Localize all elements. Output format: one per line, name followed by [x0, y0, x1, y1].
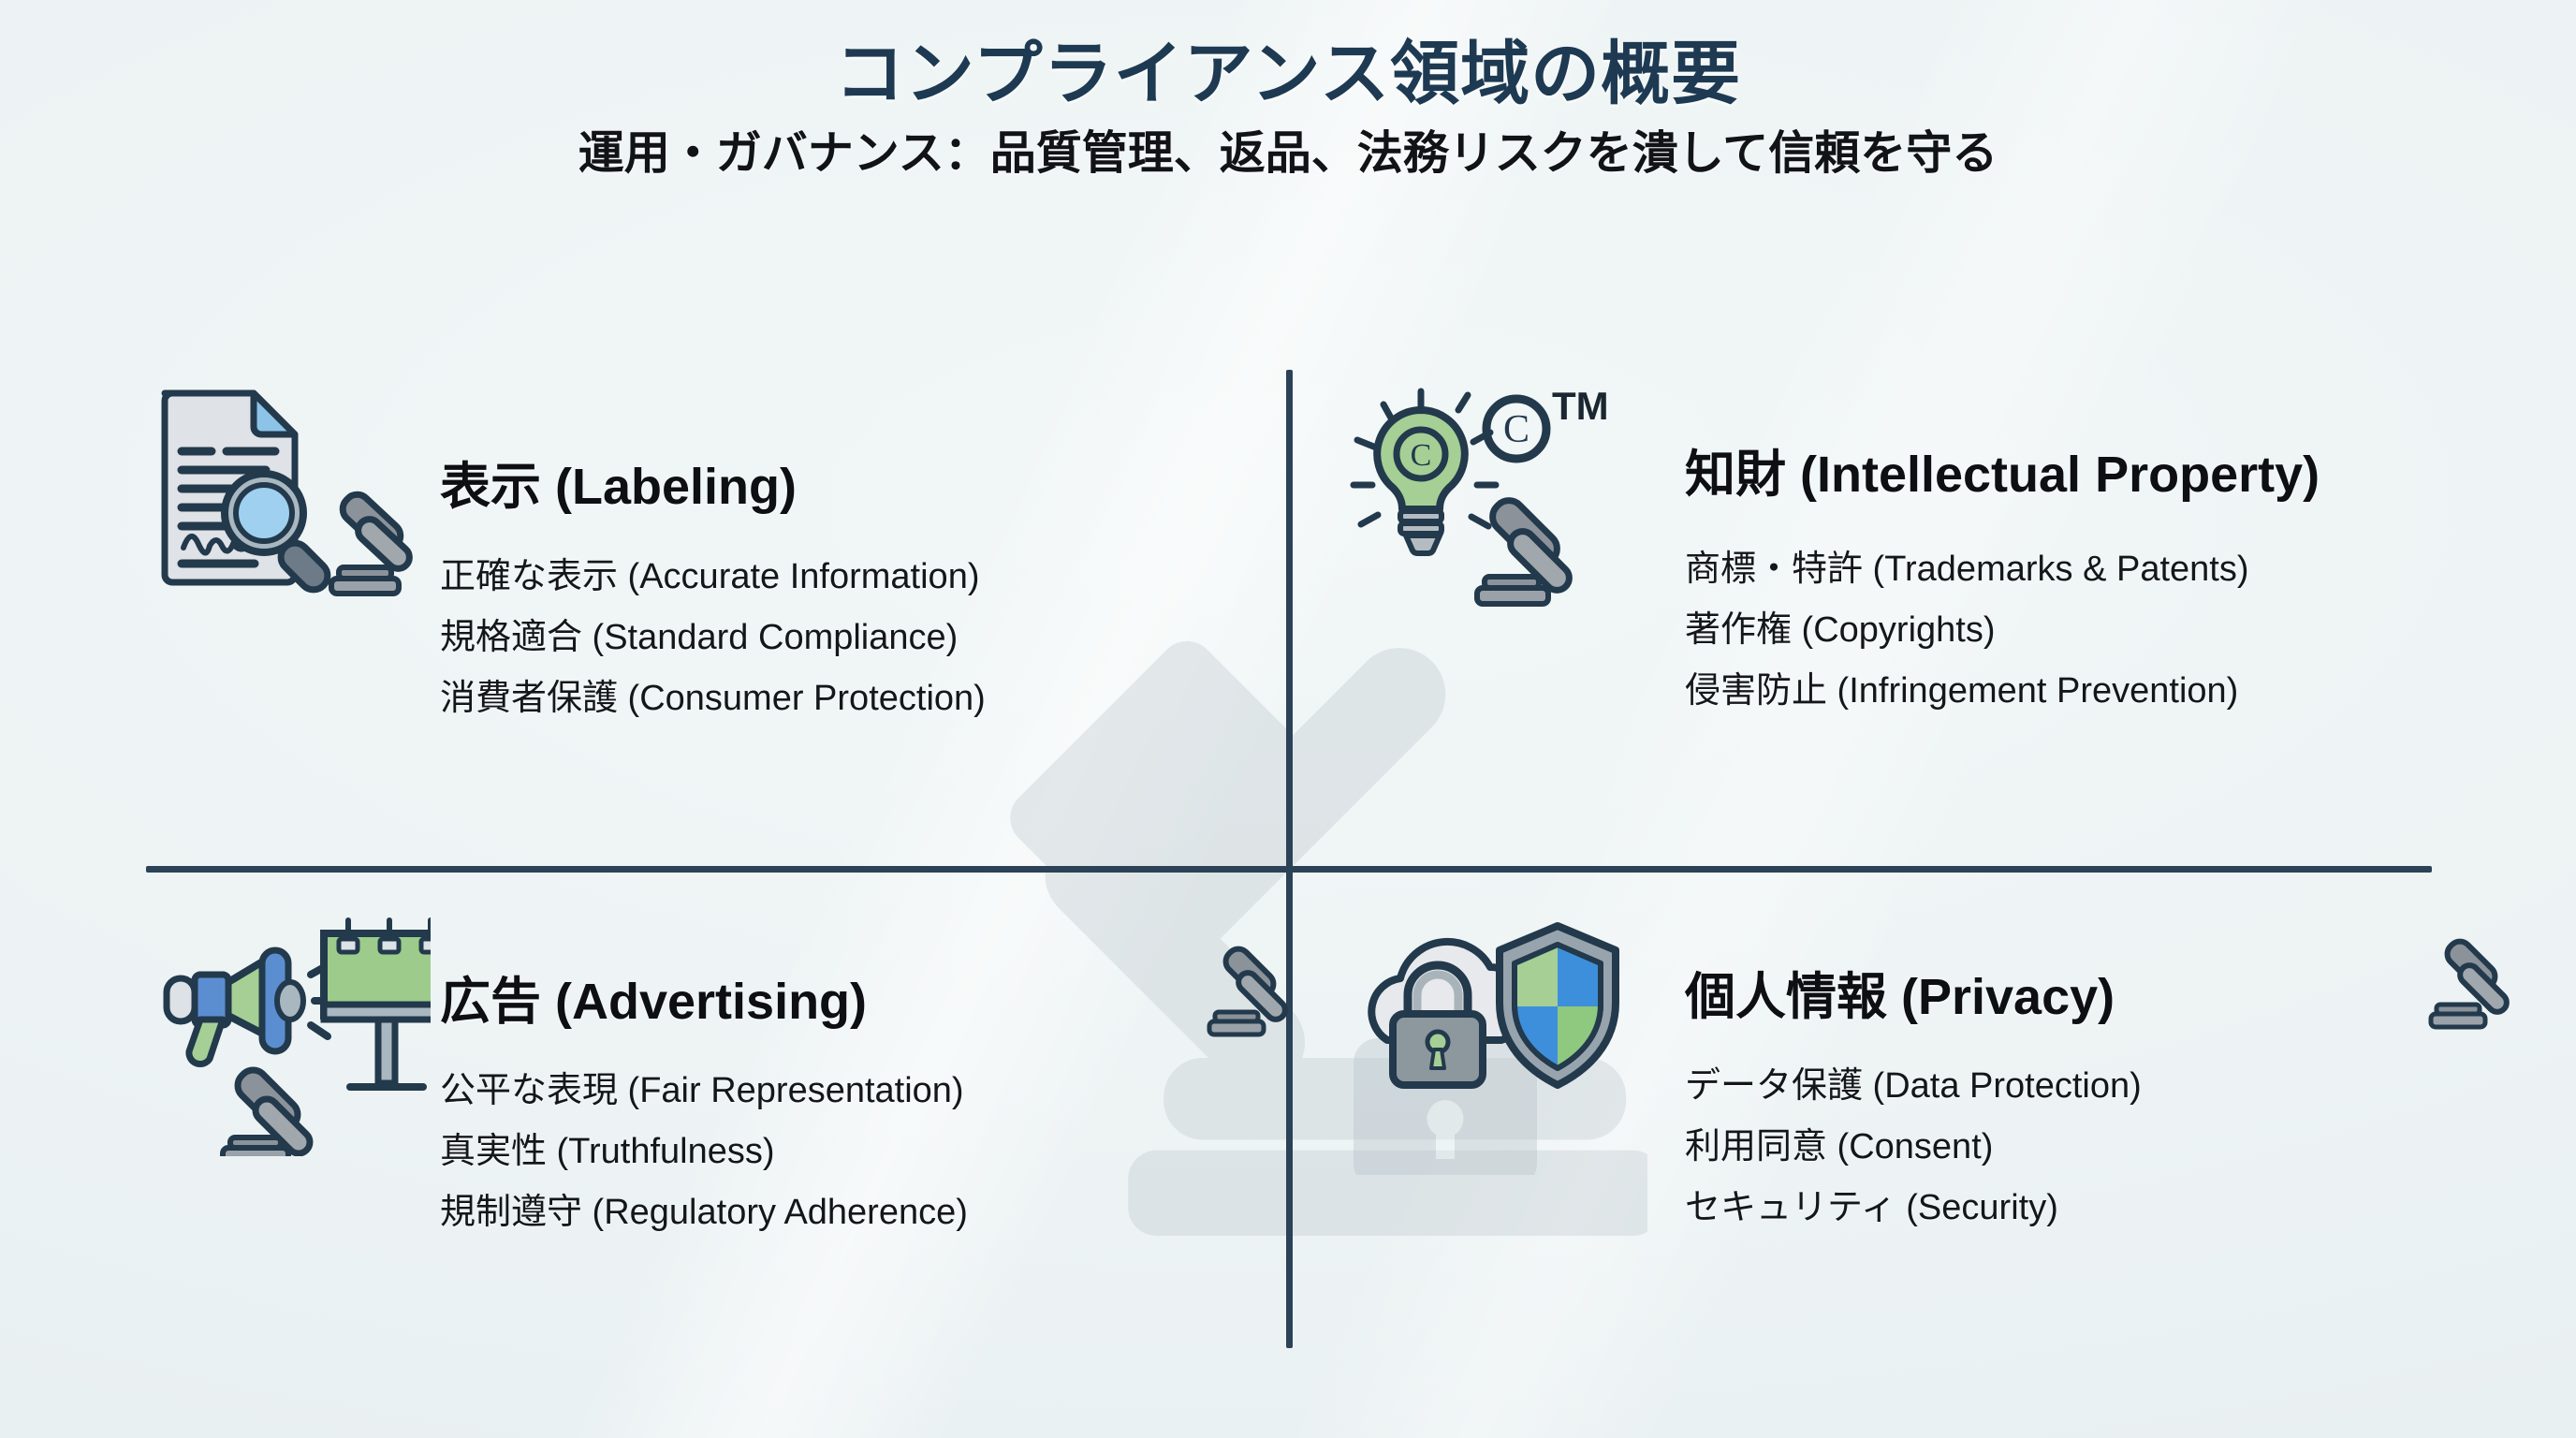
svg-text:C: C	[1503, 408, 1530, 451]
quadrant-intellectual-property: C C TM 知財 (Intellectual Property) 商標・特許	[1348, 374, 2518, 843]
page-subtitle: 運用・ガバナンス：品質管理、返品、法務リスクを潰して信頼を守る	[578, 127, 1998, 179]
list-item: データ保護 (Data Protection)	[1685, 1066, 2142, 1106]
quadrant-privacy: 個人情報 (Privacy) データ保護 (Data Protection) 利…	[1348, 913, 2518, 1362]
page-title: コンプライアンス領域の概要	[834, 35, 1742, 112]
quadrant-bullets-advertising: 公平な表現 (Fair Representation) 真実性 (Truthfu…	[440, 1071, 968, 1255]
quadrant-labeling: 表示 (Labeling) 正確な表示 (Accurate Informatio…	[140, 374, 1245, 843]
list-item: 消費者保護 (Consumer Protection)	[440, 679, 986, 719]
quadrant-heading-labeling: 表示 (Labeling)	[440, 459, 797, 515]
gavel-icon	[2428, 938, 2510, 1030]
list-item: 規制遵守 (Regulatory Adherence)	[440, 1193, 968, 1233]
vertical-divider	[1286, 370, 1293, 1348]
header: コンプライアンス領域の概要 運用・ガバナンス：品質管理、返品、法務リスクを潰して…	[0, 35, 2576, 182]
document-magnifier-gavel-icon	[161, 389, 413, 596]
quadrant-heading-privacy: 個人情報 (Privacy)	[1685, 969, 2115, 1025]
lightbulb-copyright-trademark-gavel-icon: C C TM	[1350, 384, 1609, 607]
quadrant-heading-intellectual-property: 知財 (Intellectual Property)	[1685, 447, 2320, 503]
list-item: 著作権 (Copyrights)	[1685, 610, 1996, 651]
megaphone-billboard-gavel-icon	[163, 917, 431, 1156]
quadrant-heading-advertising: 広告 (Advertising)	[440, 974, 868, 1030]
list-item: 規格適合 (Standard Compliance)	[440, 618, 959, 658]
list-item: 商標・特許 (Trademarks & Patents)	[1685, 550, 2249, 589]
horizontal-divider	[146, 866, 2432, 873]
list-item: 真実性 (Truthfulness)	[440, 1132, 775, 1172]
list-item: 侵害防止 (Infringement Prevention)	[1685, 671, 2239, 712]
cloud-lock-shield-gavel-icon	[1354, 922, 1619, 1175]
list-item: 利用同意 (Consent)	[1685, 1127, 1994, 1167]
quadrant-bullets-intellectual-property: 商標・特許 (Trademarks & Patents) 著作権 (Copyri…	[1685, 550, 2249, 733]
list-item: 正確な表示 (Accurate Information)	[440, 557, 980, 596]
svg-text:C: C	[1411, 438, 1432, 473]
list-item: 公平な表現 (Fair Representation)	[440, 1071, 964, 1110]
svg-text:TM: TM	[1552, 384, 1609, 428]
quadrant-bullets-privacy: データ保護 (Data Protection) 利用同意 (Consent) セ…	[1685, 1066, 2142, 1250]
quadrant-advertising: 広告 (Advertising) 公平な表現 (Fair Representat…	[140, 913, 1288, 1362]
list-item: セキュリティ (Security)	[1685, 1188, 2058, 1228]
quadrant-bullets-labeling: 正確な表示 (Accurate Information) 規格適合 (Stand…	[440, 557, 986, 741]
